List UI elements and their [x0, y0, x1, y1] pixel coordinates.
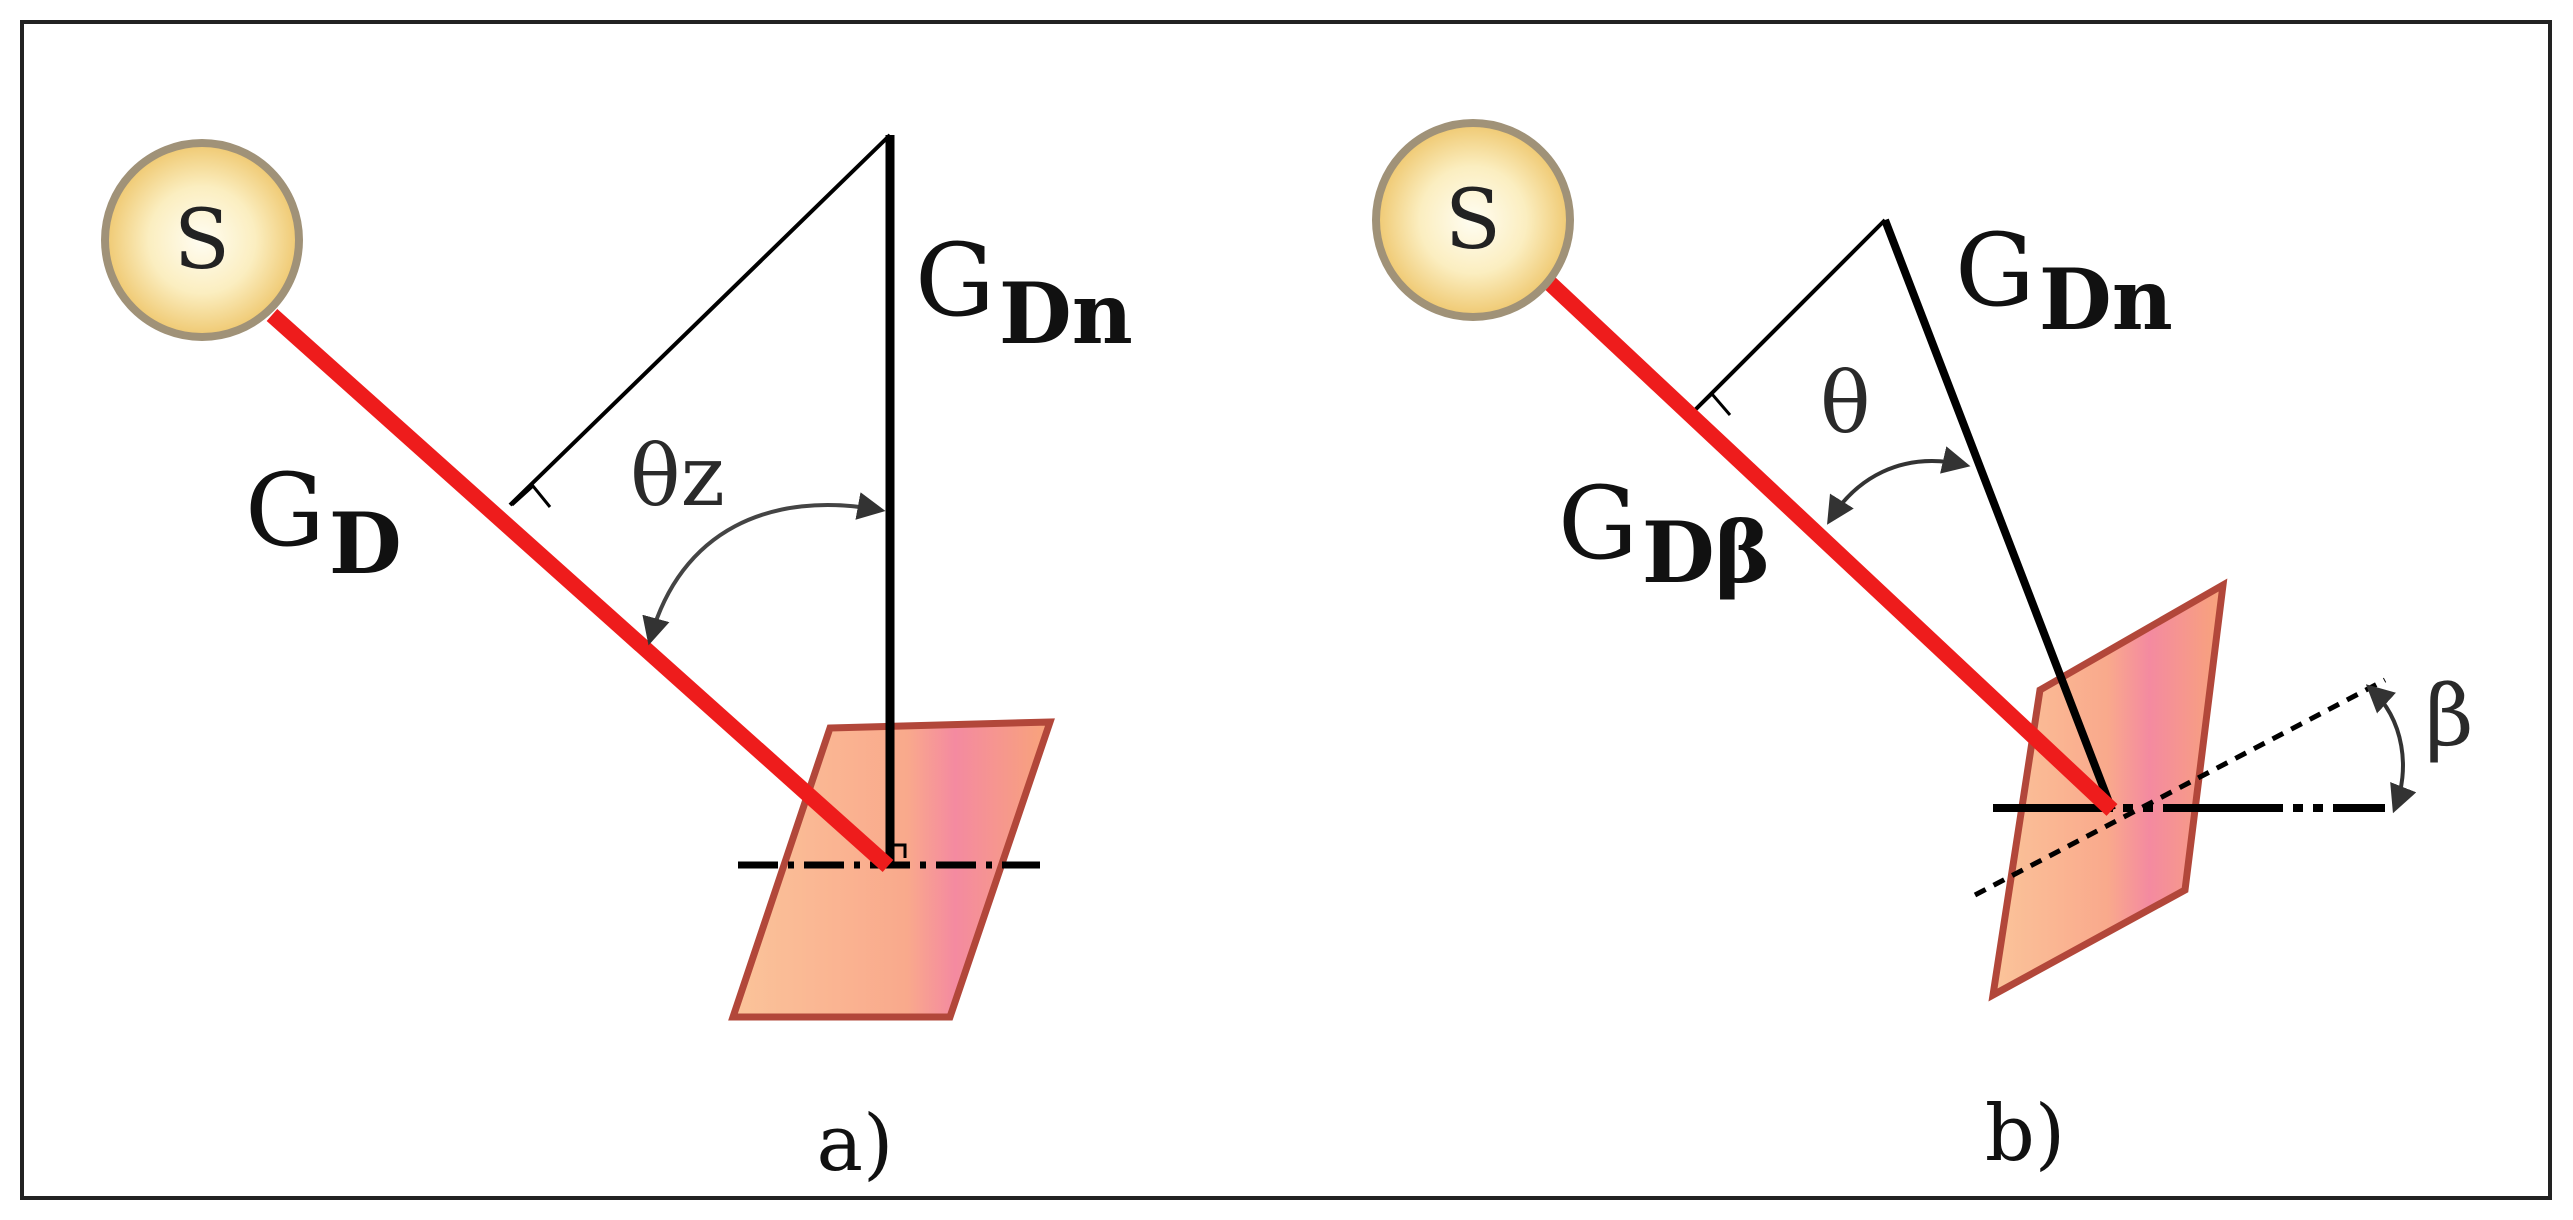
sun-b: S — [1372, 119, 1574, 321]
tilt-angle-label: β — [2425, 667, 2474, 765]
sun-label-b: S — [1445, 173, 1501, 268]
right-angle-mark-beam-b — [1690, 391, 1732, 416]
zenith-angle-label: θz — [630, 427, 725, 525]
beam-label-a: GD — [245, 452, 402, 593]
incidence-angle-arc — [1827, 446, 1971, 525]
zenith-angle-arc — [642, 492, 886, 646]
incidence-angle-label: θ — [1820, 354, 1871, 452]
panel-a: S GD GDn θz a) — [101, 133, 1133, 1189]
normal-label-b: GDn — [1955, 212, 2173, 349]
sun-a: S — [101, 139, 303, 341]
caption-a: a) — [817, 1099, 894, 1189]
panel-b: S GDβ GDn θ β b) — [1372, 119, 2474, 1179]
beam-label-b: GDβ — [1558, 465, 1771, 602]
figure-frame — [20, 20, 2552, 1200]
projection-line-b — [1688, 218, 1887, 417]
tilt-angle-arc — [2365, 684, 2417, 814]
normal-label-a: GDn — [915, 222, 1133, 363]
sun-label-a: S — [174, 193, 230, 288]
projection-line-a — [508, 133, 892, 507]
tilted-plane-line-b — [1973, 677, 2387, 898]
beam-line-b — [1532, 266, 2118, 816]
right-angle-mark-beam-a — [510, 483, 552, 508]
normal-line-b — [1881, 218, 2116, 812]
caption-b: b) — [1985, 1089, 2065, 1179]
beam-line-a — [266, 309, 894, 872]
